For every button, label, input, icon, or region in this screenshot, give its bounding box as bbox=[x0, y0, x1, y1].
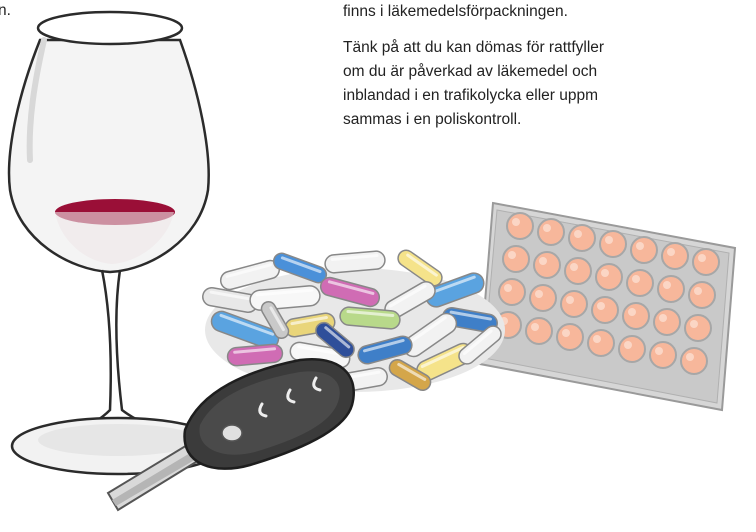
capsule-shine bbox=[406, 316, 447, 345]
capsule-shine bbox=[297, 345, 345, 356]
left-text-fragment: n. bbox=[0, 2, 11, 19]
paragraph-2-line-3: inblandad i en trafikolycka eller uppm bbox=[343, 87, 599, 104]
tablet bbox=[657, 275, 685, 303]
capsule-shine bbox=[449, 310, 492, 321]
tablet bbox=[502, 245, 530, 273]
tablet-highlight bbox=[632, 275, 640, 283]
tablet-highlight bbox=[628, 308, 636, 316]
capsule-shine bbox=[330, 254, 379, 261]
blister-pack-icon bbox=[478, 201, 737, 412]
tablet-highlight bbox=[562, 329, 570, 337]
tablet-highlight bbox=[698, 254, 706, 262]
tablet-highlight bbox=[512, 218, 520, 226]
tablet bbox=[661, 242, 689, 270]
tablet-highlight bbox=[570, 263, 578, 271]
capsule-shine bbox=[406, 253, 438, 277]
tablet-highlight bbox=[690, 320, 698, 328]
tablet bbox=[525, 317, 553, 345]
capsule bbox=[226, 343, 284, 367]
tablet-highlight bbox=[694, 287, 702, 295]
tablet-highlight bbox=[574, 230, 582, 238]
tablet bbox=[680, 347, 708, 375]
tablet-highlight bbox=[659, 314, 667, 322]
tablet-highlight bbox=[539, 257, 547, 265]
capsule-shine bbox=[209, 290, 252, 301]
tablet-highlight bbox=[636, 242, 644, 250]
text-column: finns i läkemedelsförpackningen. Tänk på… bbox=[343, 0, 756, 132]
capsule-shine bbox=[346, 310, 395, 317]
tablet bbox=[684, 314, 712, 342]
capsule-shine bbox=[327, 280, 375, 295]
tablet bbox=[599, 230, 627, 258]
tablet-highlight bbox=[566, 296, 574, 304]
tablet bbox=[529, 284, 557, 312]
tablet bbox=[560, 290, 588, 318]
capsule-shine bbox=[324, 326, 351, 349]
capsule-shine bbox=[397, 362, 427, 381]
capsule bbox=[315, 321, 355, 359]
capsule bbox=[397, 249, 443, 287]
tablet bbox=[630, 236, 658, 264]
tablet-highlight bbox=[504, 284, 512, 292]
tablet-highlight bbox=[597, 302, 605, 310]
tablet-highlight bbox=[543, 224, 551, 232]
capsule bbox=[210, 310, 280, 350]
car-key-icon bbox=[106, 357, 355, 512]
tablet bbox=[692, 248, 720, 276]
tablet bbox=[622, 302, 650, 330]
capsule-shine bbox=[290, 316, 328, 326]
tablet bbox=[688, 281, 716, 309]
paragraph-1-line: finns i läkemedelsförpackningen. bbox=[343, 3, 568, 20]
capsule bbox=[388, 359, 432, 391]
tablet bbox=[568, 224, 596, 252]
capsule-shine bbox=[233, 347, 277, 354]
tablet-highlight bbox=[593, 335, 601, 343]
capsule-shine bbox=[363, 338, 405, 353]
tablet-highlight bbox=[655, 347, 663, 355]
tablet bbox=[626, 269, 654, 297]
capsule-shine bbox=[280, 256, 322, 274]
capsule-shine bbox=[420, 346, 465, 369]
capsule-shine bbox=[219, 313, 275, 336]
capsule-shine bbox=[269, 306, 285, 332]
paragraph-2-line-4: sammas i en poliskontroll. bbox=[343, 111, 522, 128]
tablet bbox=[506, 212, 534, 240]
tablet-highlight bbox=[624, 341, 632, 349]
tablet-highlight bbox=[601, 269, 609, 277]
tablet bbox=[649, 341, 677, 369]
tablet bbox=[587, 329, 615, 357]
capsule-shine bbox=[430, 275, 476, 295]
tablet-highlight bbox=[667, 248, 675, 256]
tablet bbox=[591, 296, 619, 324]
tablet-highlight bbox=[663, 281, 671, 289]
tablet bbox=[498, 278, 526, 306]
tablet bbox=[556, 323, 584, 351]
capsule-shine bbox=[388, 284, 427, 308]
tablet-highlight bbox=[686, 353, 694, 361]
pill-pile-icon bbox=[202, 249, 505, 393]
tablet bbox=[537, 218, 565, 246]
tablet-highlight bbox=[508, 251, 516, 259]
capsule-shine bbox=[462, 329, 493, 356]
paragraph-2-line-1: Tänk på att du kan dömas för rattfyller bbox=[343, 39, 605, 56]
tablet bbox=[618, 335, 646, 363]
tablet-highlight bbox=[535, 290, 543, 298]
paragraph-2-line-2: om du är påverkad av läkemedel och bbox=[343, 63, 598, 80]
tablet bbox=[533, 251, 561, 279]
tablet bbox=[564, 257, 592, 285]
capsule bbox=[458, 325, 502, 365]
tablet bbox=[595, 263, 623, 291]
tablet bbox=[653, 308, 681, 336]
capsule-shine bbox=[255, 288, 314, 297]
capsule-shine bbox=[225, 263, 273, 278]
tablet-highlight bbox=[531, 323, 539, 331]
wine-glass-icon bbox=[7, 10, 226, 476]
tablet-highlight bbox=[605, 236, 613, 244]
